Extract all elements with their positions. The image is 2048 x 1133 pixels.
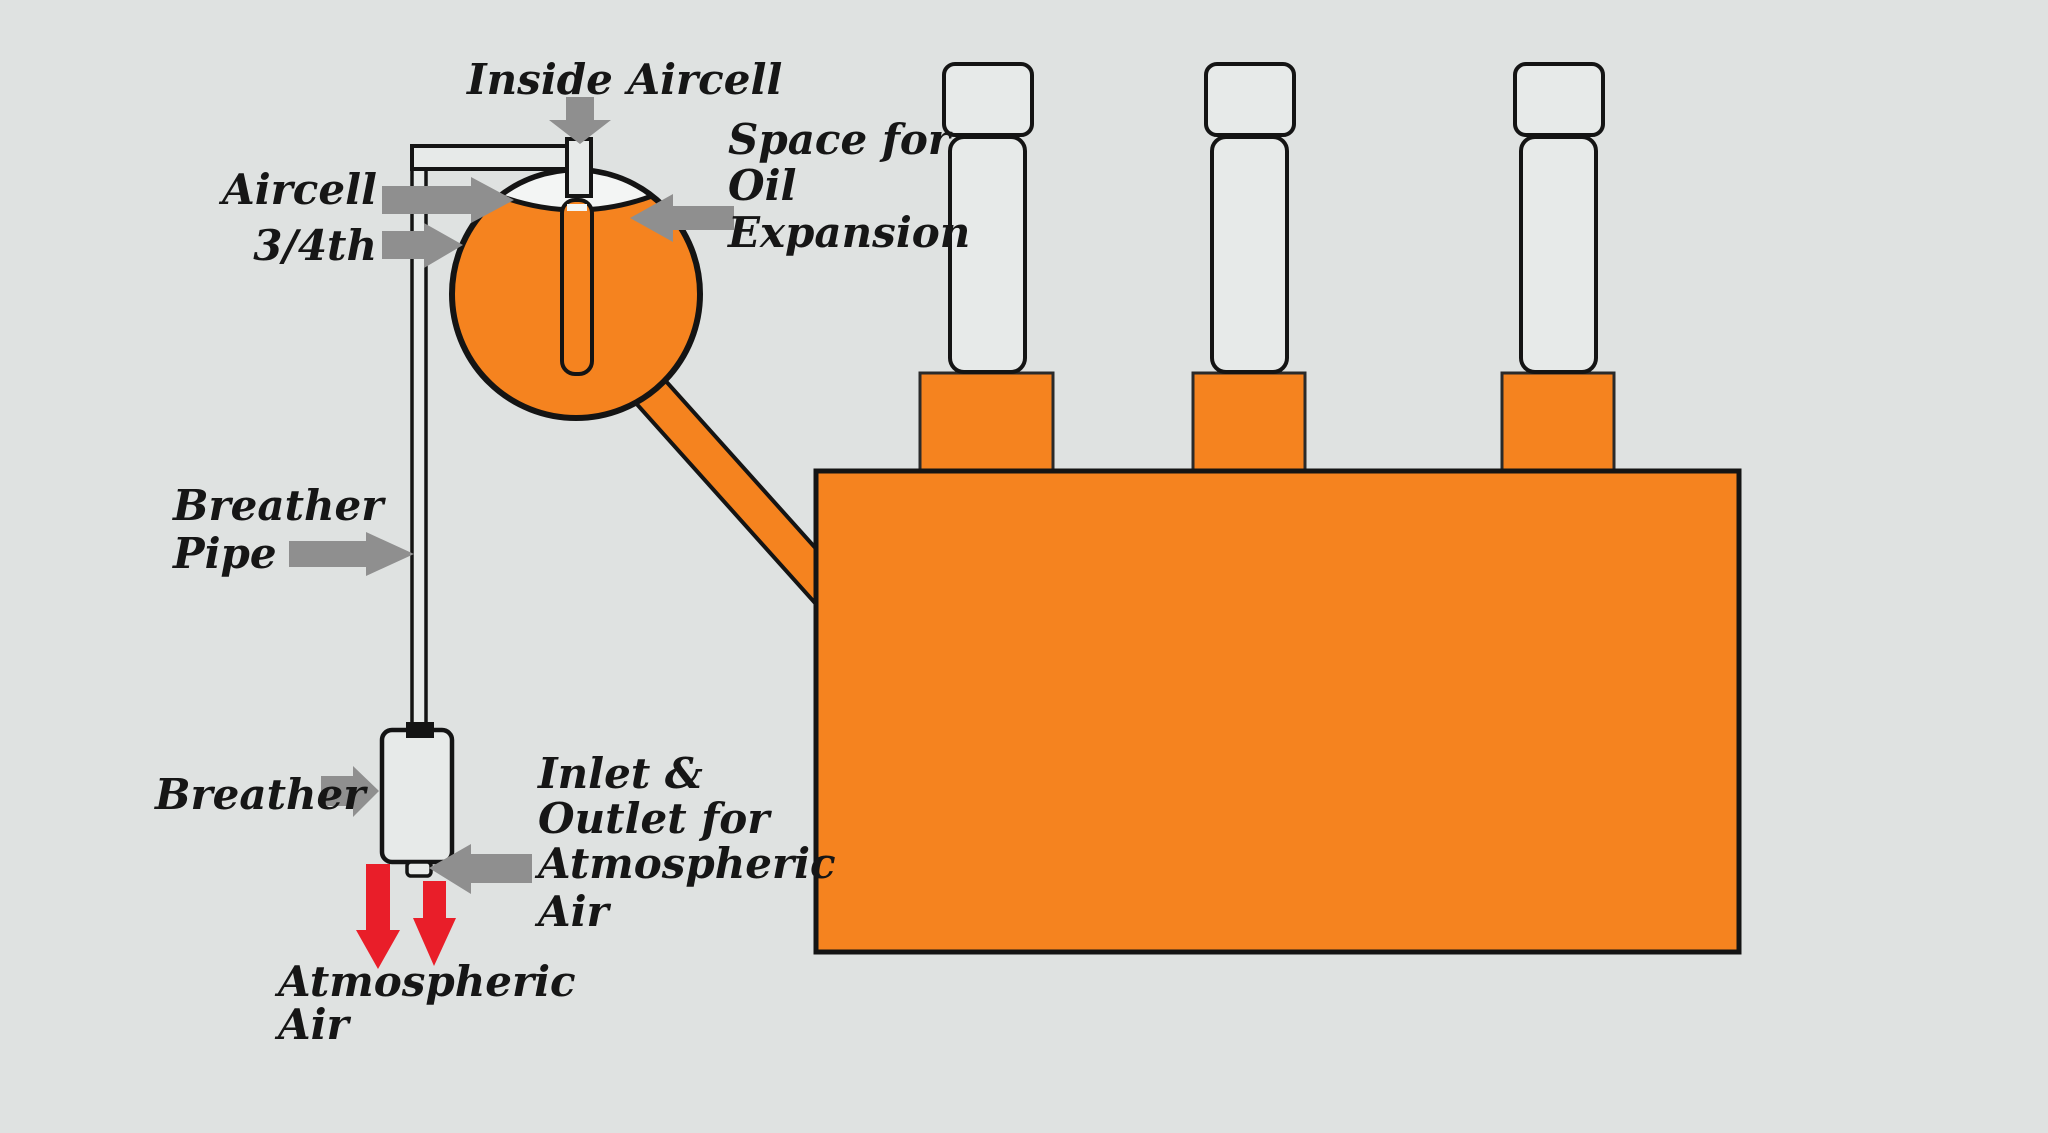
label-oil: Oil: [728, 161, 797, 210]
label-inlet-1: Inlet &: [537, 749, 703, 798]
bushing-base-2: [1191, 371, 1307, 475]
bushing-cap-1: [942, 62, 1034, 137]
breather-arrow: [321, 766, 379, 817]
aircell-arrow: [382, 177, 514, 223]
breather-outlet-nub: [405, 860, 433, 878]
breather-unit: [379, 727, 455, 865]
bushing-column-3: [1519, 135, 1598, 374]
bushing-base-3: [1500, 371, 1616, 475]
atmospheric-air-arrow-left: [356, 864, 400, 969]
label-three-fourth: 3/4th: [253, 221, 377, 270]
bushing-column-2: [1210, 135, 1289, 374]
label-space-for: Space for: [728, 115, 953, 164]
label-inlet-3: Atmospheric: [534, 839, 836, 888]
label-atmospheric-air-1: Atmospheric: [274, 957, 576, 1006]
label-inside-aircell: Inside Aircell: [466, 55, 782, 104]
space-for-oil-arrow: [630, 194, 734, 242]
bushing-base-1: [918, 371, 1055, 475]
label-breather-pipe-2: Pipe: [172, 529, 277, 578]
breather-pipe-arrow: [289, 532, 414, 576]
inner-tube-air-gap: [567, 204, 587, 211]
three-fourth-arrow: [382, 223, 463, 268]
inlet-outlet-arrow: [429, 844, 532, 894]
bushing-cap-2: [1204, 62, 1296, 137]
conservator-inner-tube: [560, 198, 594, 376]
label-breather: Breather: [154, 770, 368, 819]
label-expansion: Expansion: [727, 208, 970, 257]
inside-aircell-arrow: [549, 97, 611, 144]
conservator-to-tank-pipe: [622, 366, 848, 606]
breather-pipe-flange: [406, 722, 434, 738]
label-inlet-4: Air: [534, 887, 612, 936]
label-atmospheric-air-2: Air: [274, 1000, 352, 1049]
label-aircell: Aircell: [218, 165, 377, 214]
atmospheric-air-arrow-right: [413, 881, 456, 966]
breather-pipe-horizontal: [410, 144, 582, 171]
label-inlet-2: Outlet for: [538, 794, 772, 843]
aircell-pipe-connector: [565, 137, 593, 198]
transformer-tank: [813, 468, 1742, 955]
label-breather-pipe-1: Breather: [172, 481, 386, 530]
bushing-cap-3: [1513, 62, 1605, 137]
